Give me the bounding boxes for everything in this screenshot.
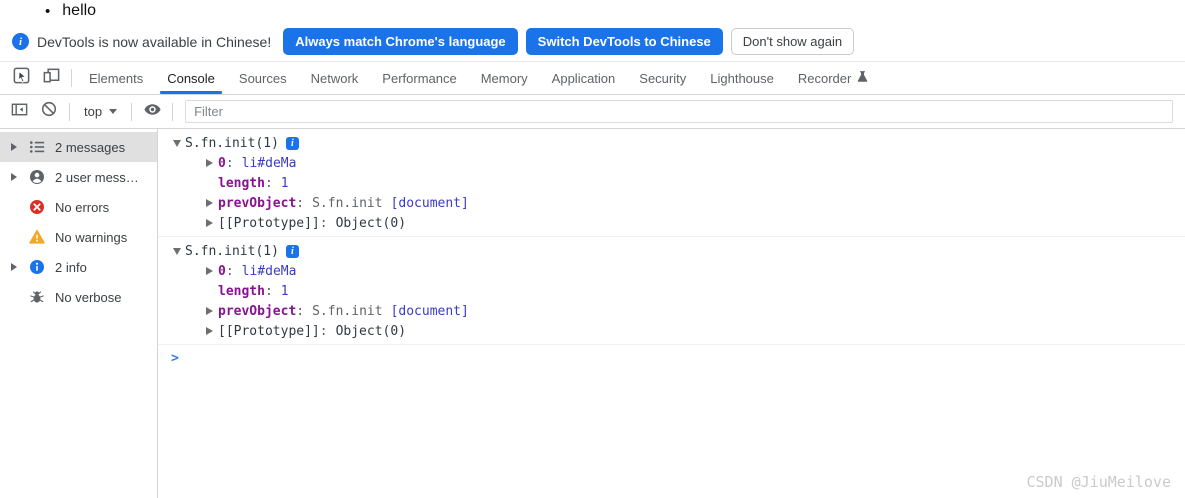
console-toolbar: top [0,95,1185,129]
language-infobar: i DevTools is now available in Chinese! … [0,22,1185,62]
match-language-button[interactable]: Always match Chrome's language [283,28,518,55]
expand-arrow-icon[interactable] [7,143,20,151]
user-icon [29,169,45,185]
info-badge-icon[interactable]: i [285,244,299,258]
expand-arrow-icon[interactable] [203,199,216,207]
sidebar-item-verbose[interactable]: No verbose [0,282,157,312]
dismiss-infobar-button[interactable]: Don't show again [730,28,855,55]
property-row: length : 1 [218,175,289,191]
console-entry: S.fn.init(1) i 0 : li#deMa length : 1 pr… [158,129,1185,237]
property-row[interactable]: prevObject : S.fn.init [document] [170,301,1185,321]
tab-console[interactable]: Console [155,62,227,94]
sidebar-item-user-messages[interactable]: 2 user mess… [0,162,157,192]
sidebar-item-info[interactable]: 2 info [0,252,157,282]
tab-performance[interactable]: Performance [382,70,457,86]
inspect-icon [12,66,31,90]
toolbar-divider [131,102,133,121]
bug-icon [29,289,45,305]
dom-node-link[interactable]: li#deMa [241,263,297,279]
tab-network[interactable]: Network [310,70,359,86]
dom-node-link[interactable]: [document] [390,303,469,319]
info-badge-icon[interactable]: i [285,136,299,150]
expand-arrow-icon[interactable] [7,263,20,271]
tab-recorder[interactable]: Recorder [786,62,881,94]
sidebar-item-messages[interactable]: 2 messages [0,132,157,162]
sidebar-panel-icon [10,100,29,124]
expand-arrow-icon[interactable] [203,159,216,167]
tab-sources[interactable]: Sources [238,70,287,86]
property-row[interactable]: 0 : li#deMa [170,153,1185,173]
list-bullet-icon: • [45,2,51,20]
tab-elements[interactable]: Elements [89,70,144,86]
console-entry: S.fn.init(1) i 0 : li#deMa length : 1 pr… [158,237,1185,345]
property-row: length : 1 [218,283,289,299]
expand-arrow-icon[interactable] [203,267,216,275]
property-row[interactable]: 0 : li#deMa [170,261,1185,281]
property-row[interactable]: prevObject : S.fn.init [document] [170,193,1185,213]
object-header-row[interactable]: S.fn.init(1) i [170,241,1185,261]
devtools-tabbar: Elements Console Sources Network Perform… [0,62,1185,95]
page-list-item: hello [62,2,97,19]
property-row[interactable]: [[Prototype]] : Object(0) [170,321,1185,341]
toolbar-divider [71,69,72,87]
toolbar-divider [172,102,174,121]
dom-node-link[interactable]: li#deMa [241,155,297,171]
console-body: 2 messages 2 user mess… No errors [0,129,1185,498]
toolbar-divider [69,102,70,121]
collapse-arrow-icon[interactable] [170,247,183,255]
sidebar-item-errors[interactable]: No errors [0,192,157,222]
inspect-element-button[interactable] [6,62,36,94]
experiment-flask-icon [856,70,869,86]
console-sidebar: 2 messages 2 user mess… No errors [0,129,158,498]
list-icon [29,139,45,155]
live-expression-button[interactable] [137,100,167,124]
expand-arrow-icon[interactable] [7,173,20,181]
clear-console-icon [40,100,58,123]
property-row[interactable]: [[Prototype]] : Object(0) [170,213,1185,233]
infobar-message: DevTools is now available in Chinese! [37,33,272,50]
expand-arrow-icon[interactable] [203,307,216,315]
expand-arrow-icon[interactable] [203,219,216,227]
device-toolbar-button[interactable] [36,62,66,94]
info-icon [29,259,45,275]
eye-icon [143,100,162,124]
clear-console-button[interactable] [34,100,64,123]
page-content: • hello [0,0,1185,22]
console-messages: S.fn.init(1) i 0 : li#deMa length : 1 pr… [158,129,1185,498]
expand-arrow-icon[interactable] [203,327,216,335]
tab-memory[interactable]: Memory [480,70,528,86]
prompt-chevron-icon: > [171,350,179,366]
tab-lighthouse[interactable]: Lighthouse [710,70,774,86]
chevron-down-icon [109,109,118,114]
console-sidebar-toggle-button[interactable] [4,100,34,124]
info-icon: i [12,33,29,50]
console-prompt[interactable]: > [158,345,1185,371]
switch-devtools-button[interactable]: Switch DevTools to Chinese [525,28,723,55]
warning-icon [29,229,45,245]
watermark: CSDN @JiuMeilove [1026,473,1172,491]
tab-security[interactable]: Security [639,70,687,86]
tab-application[interactable]: Application [551,70,616,86]
sidebar-item-warnings[interactable]: No warnings [0,222,157,252]
filter-input[interactable] [185,100,1173,123]
error-icon [29,199,45,215]
device-toolbar-icon [42,66,61,90]
object-header: S.fn.init(1) [185,135,279,151]
object-header-row[interactable]: S.fn.init(1) i [170,133,1185,153]
object-header: S.fn.init(1) [185,243,279,259]
javascript-context-selector[interactable]: top [75,104,126,119]
dom-node-link[interactable]: [document] [390,195,469,211]
collapse-arrow-icon[interactable] [170,139,183,147]
